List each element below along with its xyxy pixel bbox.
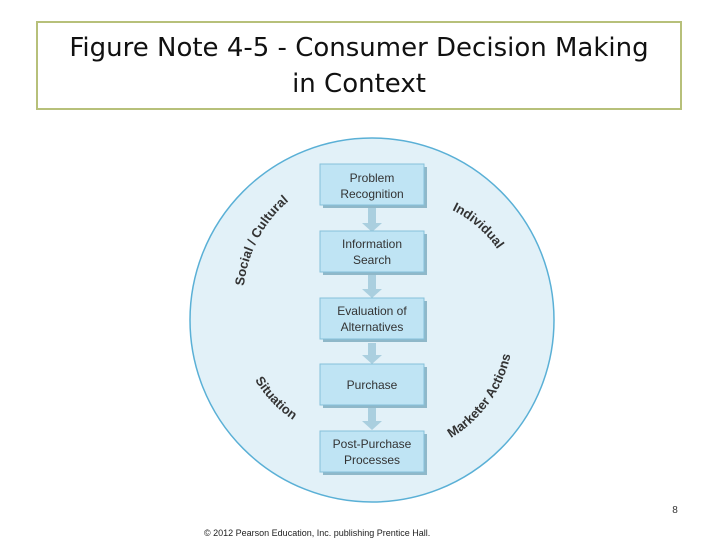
step-arrow xyxy=(362,205,382,232)
step-arrow xyxy=(362,275,382,298)
step-label: Information xyxy=(342,237,402,251)
step-problem-recognition: Problem Recognition xyxy=(319,163,427,208)
step-label: Problem xyxy=(350,171,395,185)
step-label: Post-Purchase xyxy=(333,437,412,451)
step-label: Search xyxy=(353,253,391,267)
step-evaluation-of-alternatives: Evaluation of Alternatives xyxy=(319,297,427,342)
title-line-1: Figure Note 4-5 - Consumer Decision Maki… xyxy=(69,32,649,63)
step-arrow xyxy=(362,407,382,430)
title-box: Figure Note 4-5 - Consumer Decision Maki… xyxy=(36,21,682,110)
slide-number: 8 xyxy=(672,505,678,516)
step-label: Evaluation of xyxy=(337,304,407,318)
step-purchase: Purchase xyxy=(319,363,427,408)
step-information-search: Information Search xyxy=(319,230,427,275)
step-label: Recognition xyxy=(340,187,403,201)
step-label: Processes xyxy=(344,453,400,467)
step-label: Alternatives xyxy=(341,320,404,334)
copyright-notice: © 2012 Pearson Education, Inc. publishin… xyxy=(204,528,431,538)
step-arrow xyxy=(362,343,382,364)
title-line-2: in Context xyxy=(292,68,426,99)
step-label: Purchase xyxy=(347,378,398,392)
step-post-purchase-processes: Post-Purchase Processes xyxy=(319,430,427,475)
